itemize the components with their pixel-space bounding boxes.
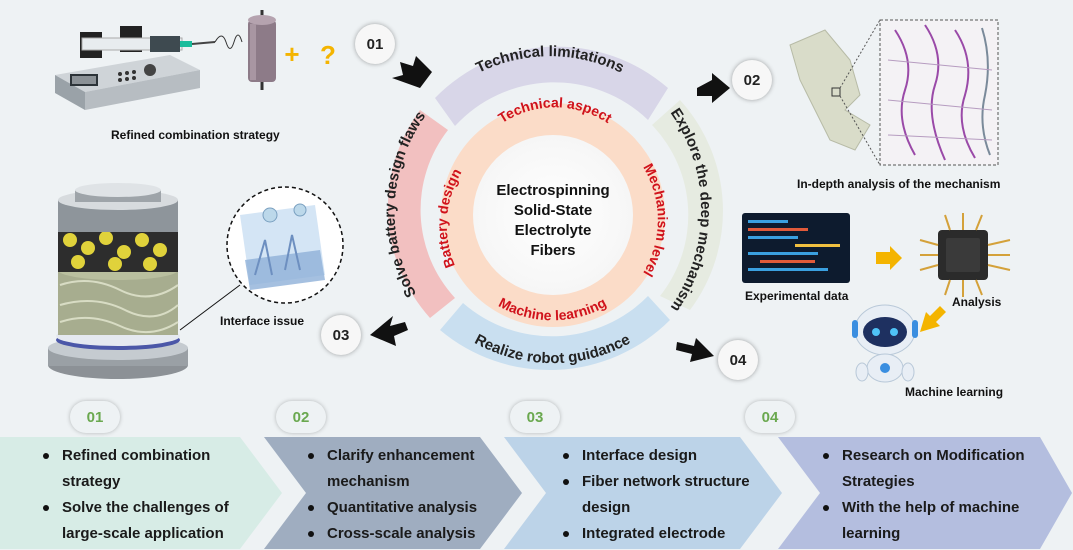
outer-ring-top [435,46,668,126]
arrow-icon [370,316,408,346]
collector-drum-icon [248,10,276,90]
spray-wave-icon [214,34,243,49]
step-01-item: Solve the challenges of [40,495,229,521]
center-disc [473,135,633,295]
arrow-icon [876,246,902,270]
step-02-content: Clarify enhancement mechanism Quantitati… [305,437,505,548]
step-01-item: large-scale application [62,525,224,542]
fiber-membrane-icon [789,19,881,166]
center-line-1: Electrospinning [496,182,609,199]
arrow-icon [392,56,432,88]
step-02-item: Quantitative analysis [305,495,477,521]
step-01-item: Refined combination [40,443,229,469]
battery-cell-icon [48,183,188,379]
interface-zoom-icon [179,186,344,331]
arrow-icon [676,338,714,362]
step-03-item: Interface design [560,443,750,469]
marker-02: 02 [732,60,772,100]
outer-ring-bottom [440,296,670,371]
mechanism-analysis-label: In-depth analysis of the mechanism [797,177,1001,191]
arrow-icon [920,306,946,332]
chip-icon [919,213,1011,297]
refined-strategy-label: Refined combination strategy [111,128,280,142]
marker-03: 03 [321,315,361,355]
step-chevrons [0,437,1072,549]
step-04-content: Research on Modification Strategies With… [820,437,1050,548]
step-01-content: Refined combination strategy Solve the c… [40,437,260,548]
arrow-icon [697,73,730,103]
chevron-step-04 [778,437,1072,549]
chevron-step-03 [504,437,782,549]
step-04-item: learning [842,525,901,542]
step-03-item: Fiber network structure [560,469,750,495]
step-03-content: Interface design Fiber network structure… [560,437,770,548]
chevron-step-02 [264,437,522,549]
question-symbol: ? [320,40,336,70]
monitor-icon [742,213,850,283]
step-02-item: Cross-scale analysis [305,521,477,547]
experimental-data-label: Experimental data [745,289,849,303]
molecular-structure-icon [879,19,999,166]
center-line-3: Electrolyte [515,222,592,239]
robot-icon [852,304,918,383]
step-01-item: strategy [62,473,121,490]
step-04-item: Strategies [842,473,915,490]
marker-04: 04 [718,340,758,380]
outer-ring-right [652,100,723,310]
outer-ring-left [387,110,455,318]
center-line-2: Solid-State [514,202,592,219]
step-04-item: With the help of machine [820,495,1025,521]
step-03-item: design [582,499,631,516]
step-02-item: Clarify enhancement [305,443,477,469]
analysis-label: Analysis [952,295,1002,309]
chevron-step-01 [0,437,282,549]
step-number-03: 03 [510,401,560,433]
step-number-01: 01 [70,401,120,433]
marker-01: 01 [355,24,395,64]
step-04-item: Research on Modification [820,443,1025,469]
step-03-item: Integrated electrode [560,521,750,547]
interface-issue-label: Interface issue [220,314,305,328]
syringe-pump-icon [55,26,216,110]
step-02-item: mechanism [327,473,410,490]
machine-learning-label: Machine learning [905,385,1004,399]
step-number-02: 02 [276,401,326,433]
step-number-04: 04 [745,401,795,433]
plus-symbol: + [284,39,299,69]
center-line-4: Fibers [530,242,575,259]
